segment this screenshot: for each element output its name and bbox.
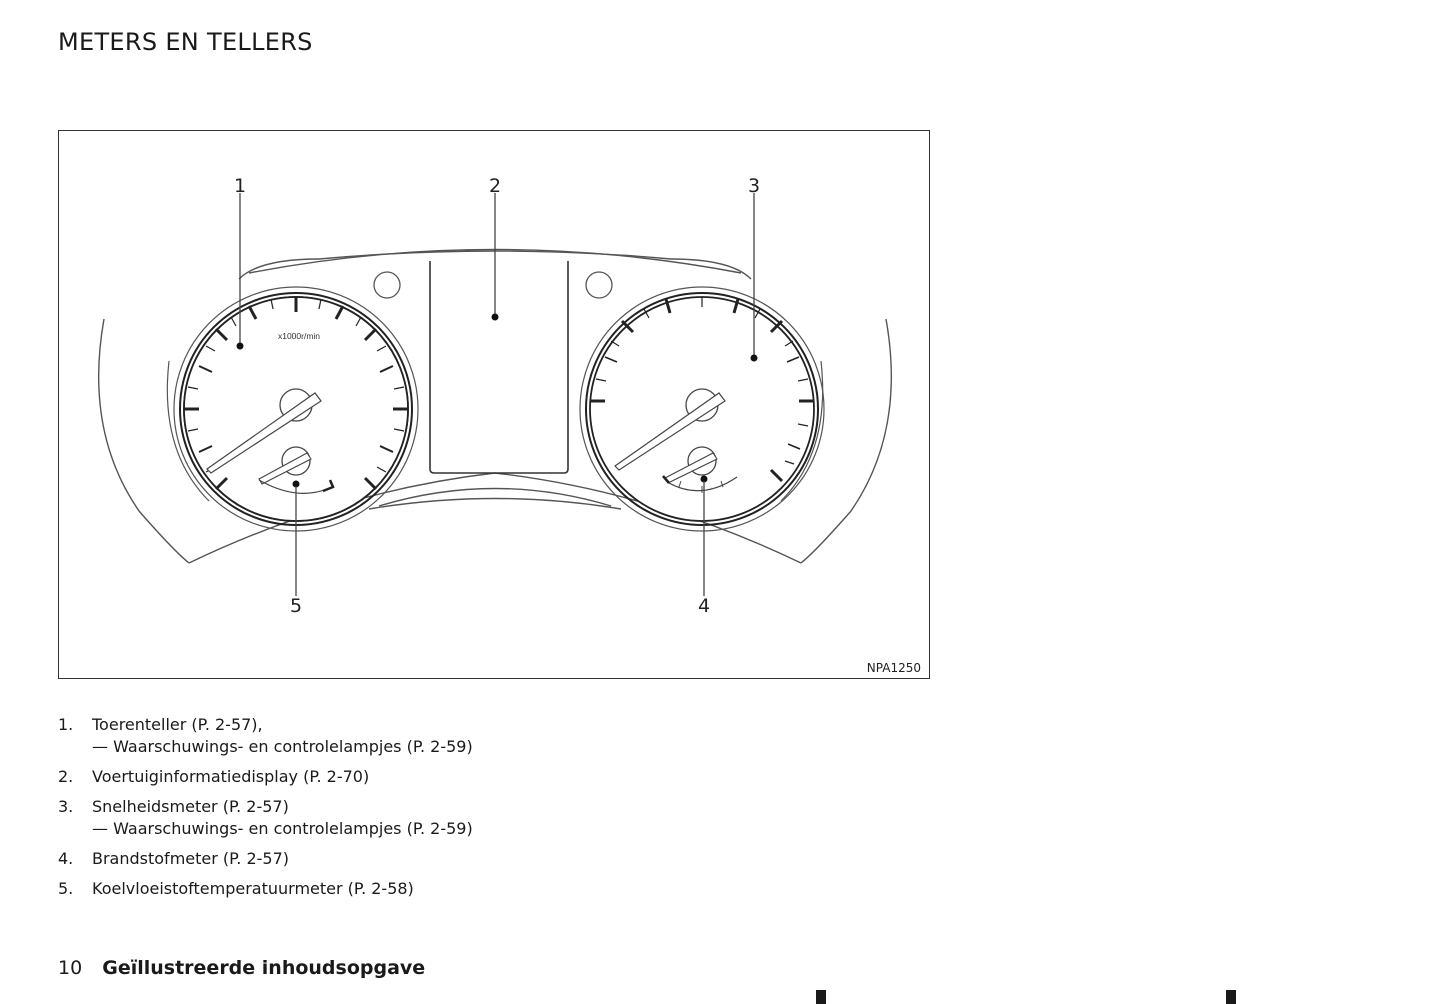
legend-item: 4. Brandstofmeter (P. 2-57) bbox=[58, 848, 473, 870]
legend-number: 4. bbox=[58, 849, 74, 868]
legend-text: Voertuiginformatiedisplay (P. 2-70) bbox=[92, 767, 370, 786]
legend-number: 1. bbox=[58, 715, 74, 734]
legend-number: 2. bbox=[58, 767, 74, 786]
crop-mark bbox=[816, 990, 826, 1004]
indicator-light-icon bbox=[373, 271, 401, 299]
instrument-cluster-drawing: x1000r/min bbox=[97, 193, 893, 596]
legend-subtext: — Waarschuwings- en controlelampjes (P. … bbox=[92, 819, 473, 838]
legend-list: 1. Toerenteller (P. 2-57), — Waarschuwin… bbox=[58, 714, 473, 908]
callout-1: 1 bbox=[233, 175, 247, 197]
callout-3: 3 bbox=[747, 175, 761, 197]
indicator-light-icon bbox=[585, 271, 613, 299]
legend-text: Brandstofmeter (P. 2-57) bbox=[92, 849, 290, 868]
tachometer-gauge bbox=[166, 286, 419, 532]
legend-item: 1. Toerenteller (P. 2-57), — Waarschuwin… bbox=[58, 714, 473, 758]
section-title: Geïllustreerde inhoudsopgave bbox=[102, 957, 426, 979]
callout-2: 2 bbox=[488, 175, 502, 197]
info-display bbox=[429, 261, 569, 474]
page-number: 10 bbox=[58, 957, 83, 979]
page-title: METERS EN TELLERS bbox=[58, 28, 313, 56]
legend-number: 5. bbox=[58, 879, 74, 898]
callout-4: 4 bbox=[697, 595, 711, 617]
legend-number: 3. bbox=[58, 797, 74, 816]
instrument-cluster-figure: x1000r/min bbox=[58, 130, 930, 679]
legend-text: Snelheidsmeter (P. 2-57) bbox=[92, 797, 289, 816]
page-footer: 10 Geïllustreerde inhoudsopgave bbox=[58, 957, 425, 979]
callout-5: 5 bbox=[289, 595, 303, 617]
crop-mark bbox=[1226, 990, 1236, 1004]
legend-item: 2. Voertuiginformatiedisplay (P. 2-70) bbox=[58, 766, 473, 788]
speedometer-gauge bbox=[579, 286, 825, 532]
legend-text: Koelvloeistoftemperatuurmeter (P. 2-58) bbox=[92, 879, 414, 898]
figure-code: NPA1250 bbox=[866, 661, 921, 675]
svg-text:x1000r/min: x1000r/min bbox=[278, 331, 320, 341]
legend-item: 5. Koelvloeistoftemperatuurmeter (P. 2-5… bbox=[58, 878, 473, 900]
legend-item: 3. Snelheidsmeter (P. 2-57) — Waarschuwi… bbox=[58, 796, 473, 840]
legend-text: Toerenteller (P. 2-57), bbox=[92, 715, 263, 734]
legend-subtext: — Waarschuwings- en controlelampjes (P. … bbox=[92, 737, 473, 756]
